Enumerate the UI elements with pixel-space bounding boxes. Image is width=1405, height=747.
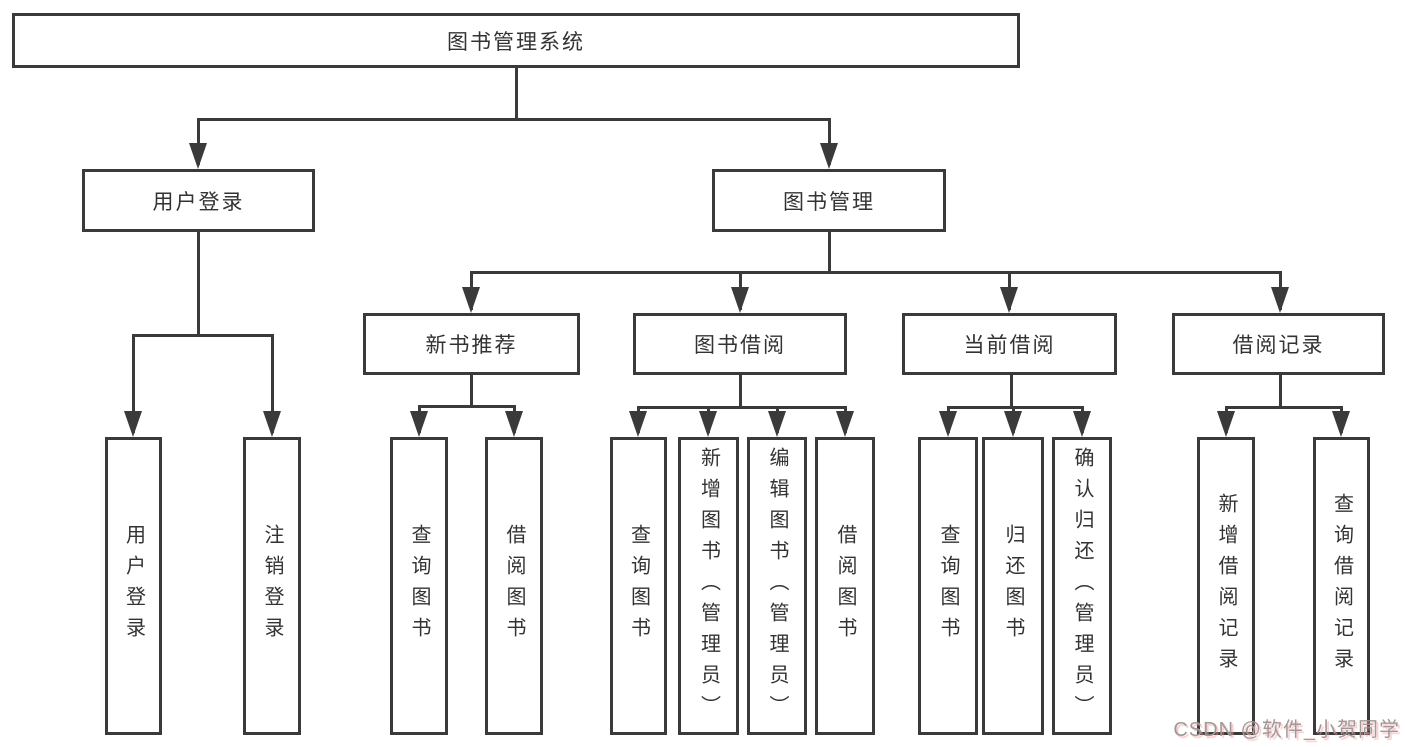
arrow-down-icon [836,411,854,437]
node-label: 新增图书（管理员） [697,446,720,726]
node-current-borrow: 当前借阅 [902,313,1117,375]
node-leaf-add-borrow-record: 新增借阅记录 [1197,437,1255,735]
arrow-down-icon [699,411,717,437]
node-label: 图书管理系统 [447,30,585,54]
node-label: 注销登录 [261,524,283,648]
node-leaf-query-book-current: 查询图书 [918,437,978,735]
arrow-down-icon [1000,287,1018,313]
arrow-down-icon [1004,411,1022,437]
connector-segment [514,66,518,121]
connector-segment [131,333,135,433]
node-label: 借阅记录 [1232,334,1325,357]
node-leaf-query-borrow-record: 查询借阅记录 [1313,437,1370,735]
node-leaf-query-book-new: 查询图书 [390,437,448,735]
connector-segment [469,270,1282,274]
node-label: 查询图书 [408,524,430,648]
arrow-down-icon [820,143,838,169]
node-new-book-rec: 新书推荐 [363,313,580,375]
arrow-down-icon [462,287,480,313]
connector-segment [1009,373,1013,409]
node-borrow-record: 借阅记录 [1172,313,1385,375]
connector-segment [946,405,1084,409]
connector-segment [469,373,473,408]
node-label: 借阅图书 [503,524,525,648]
connector-segment [636,405,847,409]
arrow-down-icon [629,411,647,437]
node-label: 图书借阅 [694,334,786,357]
arrow-down-icon [124,411,142,437]
node-user-login: 用户登录 [82,169,315,232]
node-label: 查询图书 [937,524,959,648]
connector-segment [1224,405,1343,409]
connector-segment [1278,373,1282,409]
node-label: 当前借阅 [963,334,1056,357]
connector-segment [270,333,274,433]
node-label: 查询图书 [627,524,650,648]
arrow-down-icon [939,411,957,437]
arrow-down-icon [731,287,749,313]
node-label: 用户登录 [152,190,245,214]
node-label: 编辑图书（管理员） [766,446,788,726]
node-leaf-confirm-return-admin: 确认归还（管理员） [1052,437,1112,735]
arrow-down-icon [263,411,281,437]
connector-segment [196,117,831,121]
node-label: 确认归还（管理员） [1071,446,1093,726]
watermark: CSDN @软件_小贺同学 [1173,719,1400,741]
connector-segment [131,333,274,337]
arrow-down-icon [1332,411,1350,437]
arrow-down-icon [1073,411,1091,437]
arrow-down-icon [1217,411,1235,437]
node-label: 新书推荐 [425,334,518,357]
connector-segment [827,230,831,274]
node-label: 归还图书 [1002,524,1024,648]
arrow-down-icon [1271,287,1289,313]
node-label: 图书管理 [783,190,875,214]
node-leaf-borrow-book-new: 借阅图书 [485,437,543,735]
connector-segment [196,117,200,165]
node-book-mgmt: 图书管理 [712,169,946,232]
arrow-down-icon [505,411,523,437]
node-leaf-edit-book-admin: 编辑图书（管理员） [747,437,807,735]
node-leaf-borrow-book-borrow: 借阅图书 [815,437,875,735]
node-label: 借阅图书 [834,524,856,648]
node-label: 用户登录 [122,524,145,648]
node-leaf-logout: 注销登录 [243,437,301,735]
connector-segment [827,117,831,165]
node-leaf-user-login: 用户登录 [105,437,162,735]
node-root: 图书管理系统 [12,13,1020,68]
node-leaf-add-book-admin: 新增图书（管理员） [678,437,739,735]
arrow-down-icon [768,411,786,437]
connector-segment [738,373,742,409]
node-leaf-query-book-borrow: 查询图书 [610,437,667,735]
node-label: 新增借阅记录 [1215,493,1237,679]
connector-segment [417,404,516,408]
connector-segment [196,230,200,337]
node-book-borrow: 图书借阅 [633,313,847,375]
arrow-down-icon [410,411,428,437]
node-label: 查询借阅记录 [1330,493,1353,679]
arrow-down-icon [189,143,207,169]
node-leaf-return-book: 归还图书 [982,437,1044,735]
